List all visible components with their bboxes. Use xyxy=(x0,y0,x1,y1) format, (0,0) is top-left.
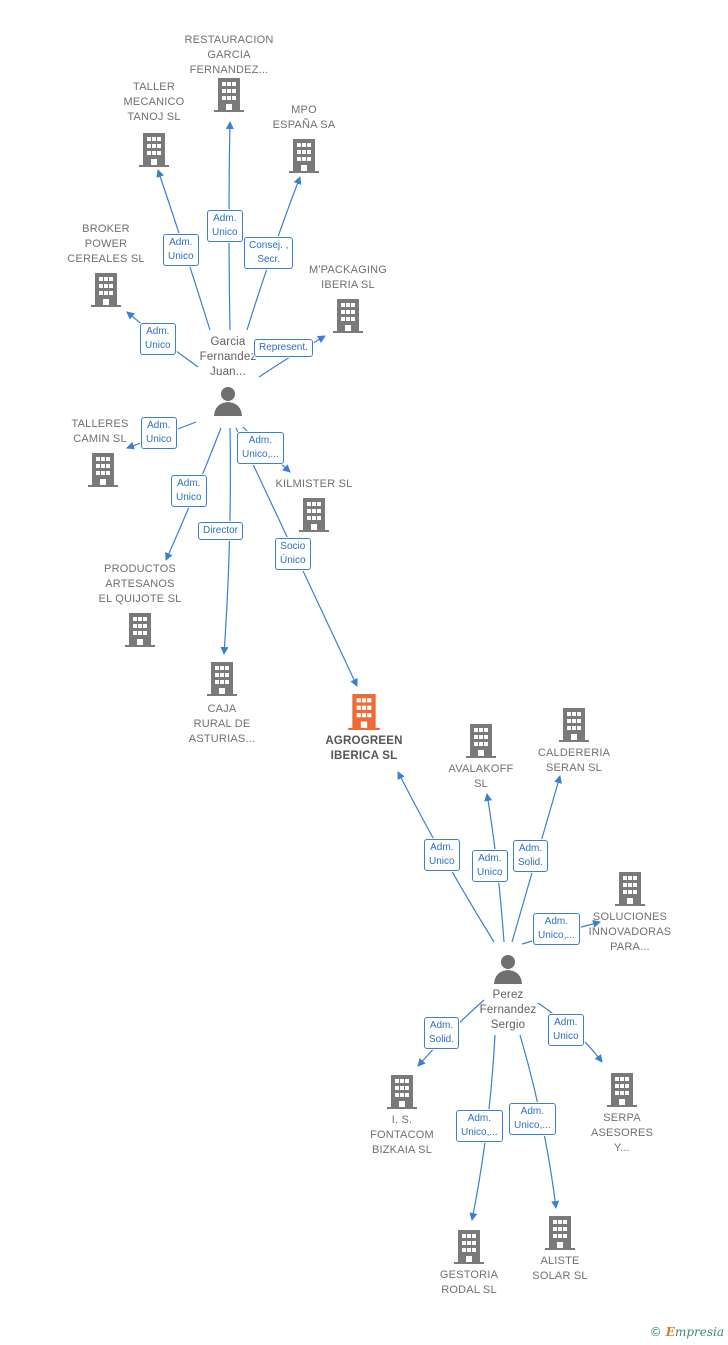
building-icon xyxy=(125,613,155,647)
company-label: BROKER POWER CEREALES SL xyxy=(67,223,145,265)
building-icon xyxy=(88,453,118,487)
company-label: GESTORIA RODAL SL xyxy=(439,1269,499,1296)
company-label: KILMISTER SL xyxy=(275,478,353,490)
building-icon xyxy=(289,139,319,173)
company-node-avalakoff[interactable]: AVALAKOFF SL xyxy=(421,724,541,792)
company-label: SERPA ASESORES Y... xyxy=(590,1112,654,1154)
relation-label-gestoria[interactable]: Adm. Unico,... xyxy=(456,1110,503,1142)
company-label: AVALAKOFF SL xyxy=(448,763,514,790)
company-label: CAJA RURAL DE ASTURIAS... xyxy=(188,703,256,745)
relation-label-agrogreen-garcia[interactable]: Socio Único xyxy=(275,538,311,570)
relation-label-avalakoff[interactable]: Adm. Unico xyxy=(472,850,508,882)
company-label: M'PACKAGING IBERIA SL xyxy=(308,264,388,291)
company-node-broker[interactable]: BROKER POWER CEREALES SL xyxy=(46,222,166,307)
company-node-caja[interactable]: CAJA RURAL DE ASTURIAS... xyxy=(162,662,282,747)
building-icon xyxy=(139,133,169,167)
person-label: Garcia Fernandez Juan... xyxy=(199,336,257,378)
person-icon xyxy=(494,955,522,984)
company-label: ALISTE SOLAR SL xyxy=(532,1255,588,1282)
relation-label-aliste[interactable]: Adm. Unico,... xyxy=(509,1103,556,1135)
person-label: Perez Fernandez Sergio xyxy=(479,989,537,1031)
company-node-aliste[interactable]: ALISTE SOLAR SL xyxy=(500,1216,620,1284)
relation-label-agrogreen-perez[interactable]: Adm. Unico xyxy=(424,839,460,871)
company-node-serpa[interactable]: SERPA ASESORES Y... xyxy=(562,1073,682,1156)
building-icon xyxy=(545,1216,575,1250)
brand-initial: E xyxy=(665,1325,675,1339)
building-icon xyxy=(214,78,244,112)
relation-label-mpo[interactable]: Consej. , Secr. xyxy=(244,237,294,269)
relation-label-talleres[interactable]: Adm. Unico xyxy=(141,417,177,449)
building-icon xyxy=(607,1073,637,1107)
brand-name: mpresia xyxy=(674,1325,724,1339)
relation-label-kilmister[interactable]: Adm. Unico,... xyxy=(237,432,284,464)
building-icon xyxy=(91,273,121,307)
company-label: TALLERES CAMIN SL xyxy=(71,418,129,445)
company-node-mpo[interactable]: MPO ESPAÑA SA xyxy=(244,103,364,173)
person-icon xyxy=(214,387,242,416)
relation-label-restauracion[interactable]: Adm. Unico xyxy=(207,210,243,242)
company-node-gestoria[interactable]: GESTORIA RODAL SL xyxy=(409,1230,529,1298)
company-label: RESTAURACION GARCIA FERNANDEZ... xyxy=(184,34,274,76)
company-node-caldereria[interactable]: CALDERERIA SERAN SL xyxy=(514,708,634,776)
relation-label-soluciones[interactable]: Adm. Unico,... xyxy=(533,913,580,945)
relation-label-productos[interactable]: Adm. Unico xyxy=(171,475,207,507)
company-node-productos[interactable]: PRODUCTOS ARTESANOS EL QUIJOTE SL xyxy=(80,562,200,647)
company-node-mpackaging[interactable]: M'PACKAGING IBERIA SL xyxy=(288,263,408,333)
brand-watermark: ©Empresia xyxy=(650,1325,724,1339)
building-icon xyxy=(387,1075,417,1109)
company-label: AGROGREEN IBERICA SL xyxy=(325,735,403,762)
edge-caja xyxy=(220,427,231,655)
company-node-agrogreen[interactable]: AGROGREEN IBERICA SL xyxy=(304,694,424,764)
company-node-talleres[interactable]: TALLERES CAMIN SL xyxy=(40,417,160,487)
relation-label-serpa[interactable]: Adm. Unico xyxy=(548,1014,584,1046)
building-icon xyxy=(615,872,645,906)
relation-label-taller[interactable]: Adm. Unico xyxy=(163,234,199,266)
company-label: CALDERERIA SERAN SL xyxy=(537,747,611,774)
company-node-fontacom[interactable]: I. S. FONTACOM BIZKAIA SL xyxy=(342,1075,462,1158)
relation-label-caja[interactable]: Director xyxy=(198,522,244,540)
company-label: MPO ESPAÑA SA xyxy=(272,104,336,131)
building-icon-focus xyxy=(348,694,380,730)
relation-label-fontacom[interactable]: Adm. Solid. xyxy=(424,1017,460,1049)
company-node-soluciones[interactable]: SOLUCIONES INNOVADORAS PARA... xyxy=(570,872,690,955)
company-label: I. S. FONTACOM BIZKAIA SL xyxy=(370,1114,434,1156)
relation-label-caldereria[interactable]: Adm. Solid. xyxy=(513,840,549,872)
company-node-restauracion[interactable]: RESTAURACION GARCIA FERNANDEZ... xyxy=(169,33,289,112)
company-node-taller[interactable]: TALLER MECANICO TANOJ SL xyxy=(94,80,214,167)
company-label: TALLER MECANICO TANOJ SL xyxy=(123,81,185,123)
copyright-symbol: © xyxy=(649,1325,662,1339)
building-icon xyxy=(299,498,329,532)
relation-label-mpackaging[interactable]: Represent. xyxy=(254,339,313,357)
building-icon xyxy=(559,708,589,742)
company-node-kilmister[interactable]: KILMISTER SL xyxy=(254,477,374,532)
company-label: PRODUCTOS ARTESANOS EL QUIJOTE SL xyxy=(98,563,182,605)
building-icon xyxy=(207,662,237,696)
building-icon xyxy=(333,299,363,333)
relation-label-broker[interactable]: Adm. Unico xyxy=(140,323,176,355)
building-icon xyxy=(466,724,496,758)
person-node-garcia[interactable]: Garcia Fernandez Juan... xyxy=(168,335,288,416)
person-node-perez[interactable]: Perez Fernandez Sergio xyxy=(448,954,568,1033)
company-label: SOLUCIONES INNOVADORAS PARA... xyxy=(588,911,672,953)
building-icon xyxy=(454,1230,484,1264)
